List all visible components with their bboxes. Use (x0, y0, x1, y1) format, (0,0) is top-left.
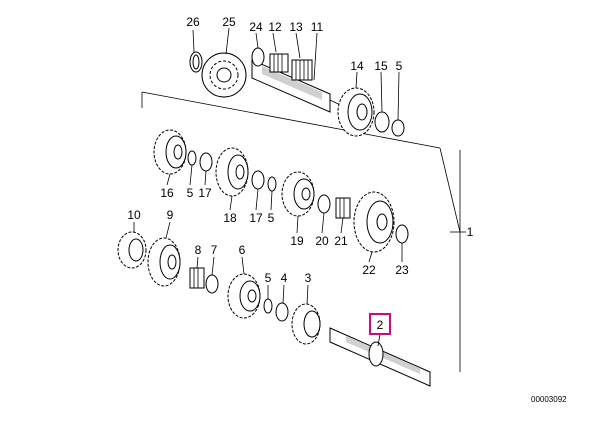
label-1[interactable]: 1 (467, 225, 474, 239)
label-16[interactable]: 16 (160, 186, 174, 200)
label-5-top[interactable]: 5 (396, 59, 403, 73)
upper-rings (251, 47, 313, 81)
assembly-bracket (141, 91, 466, 372)
label-4[interactable]: 4 (281, 271, 288, 285)
highlight-box-2 (369, 313, 391, 335)
label-5-bottom[interactable]: 5 (265, 271, 272, 285)
label-12[interactable]: 12 (268, 20, 282, 34)
label-17-left[interactable]: 17 (198, 186, 212, 200)
part-labels: 26 25 24 12 13 11 14 15 5 16 5 17 18 17 … (127, 15, 474, 335)
label-3[interactable]: 3 (305, 271, 312, 285)
label-18[interactable]: 18 (223, 211, 237, 225)
gear-18 (215, 147, 249, 197)
ring-20 (317, 194, 331, 214)
rings-17-5 (251, 170, 277, 192)
rings-5-17 (187, 150, 213, 172)
label-20[interactable]: 20 (315, 234, 329, 248)
gear-16 (153, 129, 187, 175)
gear-22 (353, 191, 395, 253)
gear-14 (337, 87, 405, 137)
label-11[interactable]: 11 (311, 20, 324, 34)
label-21[interactable]: 21 (334, 234, 348, 248)
label-9[interactable]: 9 (167, 208, 174, 222)
sprocket (201, 52, 247, 98)
label-2[interactable]: 2 (377, 318, 384, 332)
gear-6 (227, 273, 261, 319)
document-number: 00003092 (531, 395, 567, 404)
label-25[interactable]: 25 (222, 15, 236, 29)
label-19[interactable]: 19 (290, 234, 304, 248)
gear-19 (281, 171, 315, 217)
label-10[interactable]: 10 (127, 208, 141, 222)
label-7[interactable]: 7 (211, 243, 218, 257)
label-8[interactable]: 8 (195, 243, 202, 257)
label-24[interactable]: 24 (249, 20, 263, 34)
label-17-right[interactable]: 17 (249, 211, 263, 225)
label-5-mid-left[interactable]: 5 (187, 186, 194, 200)
label-6[interactable]: 6 (239, 243, 246, 257)
label-14[interactable]: 14 (350, 59, 364, 73)
gear-3 (291, 303, 321, 345)
circlip (189, 51, 203, 73)
ring-7 (205, 274, 219, 294)
bearing-8 (189, 267, 205, 289)
gear-9 (147, 237, 181, 287)
label-22[interactable]: 22 (362, 263, 376, 277)
label-26[interactable]: 26 (186, 15, 200, 29)
output-shaft (329, 327, 431, 387)
label-13[interactable]: 13 (289, 20, 303, 34)
label-15[interactable]: 15 (374, 59, 388, 73)
rings-5-4 (263, 298, 289, 322)
gear-10 (117, 231, 147, 269)
bearing-21 (335, 197, 351, 219)
label-5-mid-right[interactable]: 5 (268, 211, 275, 225)
label-23[interactable]: 23 (395, 263, 409, 277)
leader-lines (133, 27, 403, 347)
ring-23 (395, 224, 409, 244)
